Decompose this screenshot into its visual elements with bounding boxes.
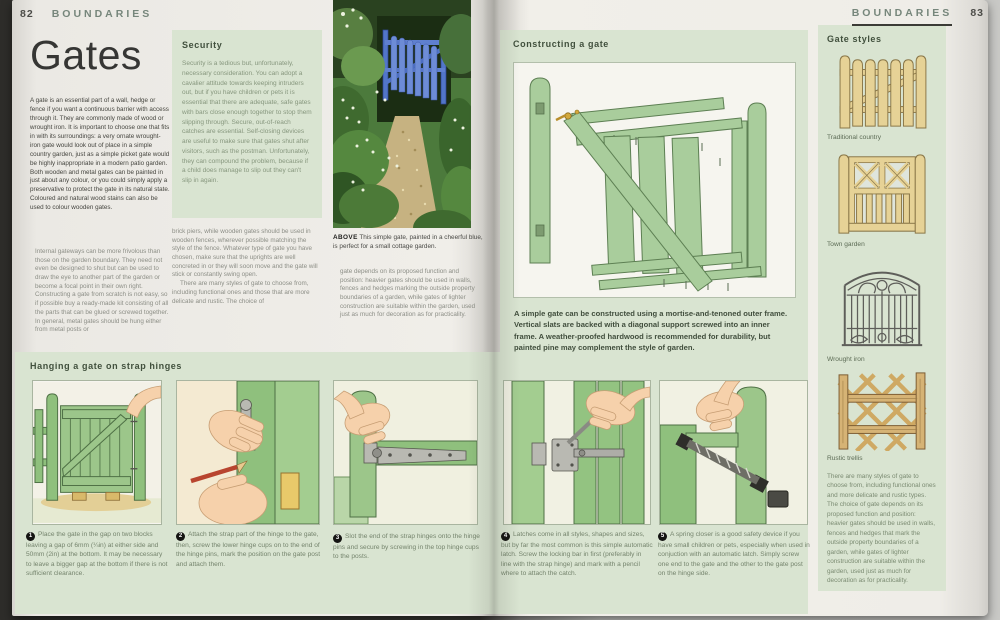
gate-style-label: Wrought iron (827, 356, 865, 363)
step5-figure (659, 380, 808, 525)
step5-number: 5 (658, 531, 667, 541)
gate-style-figure-wrought-iron (818, 254, 946, 352)
gate-styles-body: There are many styles of gate to choose … (827, 473, 936, 585)
paragraph-brick-piers-text: brick piers, while wooden gates should b… (172, 228, 318, 279)
step1-figure (32, 380, 162, 525)
photo-caption-text: This simple gate, painted in a cheerful … (333, 234, 483, 251)
rustic-trellis-gate-illustration (837, 372, 927, 451)
gate-style-figure-rustic (818, 369, 946, 451)
step2-figure (176, 380, 320, 525)
step3-number: 3 (333, 533, 342, 543)
left-running-header: 82 BOUNDARIES (20, 8, 152, 20)
left-chapter-title: BOUNDARIES (51, 8, 153, 20)
step4-figure (503, 380, 651, 525)
step5-text: A spring closer is a good safety device … (658, 531, 810, 578)
traditional-country-gate-illustration (839, 55, 927, 129)
step1-illustration (33, 382, 161, 523)
constructing-gate-title: Constructing a gate (513, 39, 609, 49)
gate-style-label: Town garden (827, 241, 865, 248)
right-running-header: BOUNDARIES 83 (812, 7, 984, 26)
intro-paragraph: A gate is an essential part of a wall, h… (30, 97, 170, 212)
right-chapter-title: BOUNDARIES (851, 7, 953, 26)
photo-caption: ABOVE This simple gate, painted in a che… (333, 233, 483, 252)
step2-text: Attach the strap part of the hinge to th… (176, 531, 321, 568)
step2-number: 2 (176, 531, 185, 541)
gate-style-label: Rustic trellis (827, 455, 863, 462)
constructing-gate-box: Constructing a gate (500, 30, 808, 370)
garden-photo-illustration (333, 0, 471, 228)
garden-gate-photo (333, 0, 471, 228)
step5-illustration (660, 381, 807, 524)
page-title: Gates (30, 32, 142, 78)
left-page-number: 82 (20, 8, 34, 20)
town-garden-gate-illustration (838, 154, 926, 234)
security-box: Security Security is a tedious but, unfo… (172, 30, 322, 218)
gate-style-figure-town (818, 147, 946, 237)
step3-illustration (334, 381, 477, 524)
hanging-gate-title: Hanging a gate on strap hinges (30, 361, 183, 371)
step4-number: 4 (501, 531, 510, 541)
wrought-iron-gate-illustration (841, 271, 923, 347)
gate-styles-title: Gate styles (827, 34, 882, 44)
paragraph-internal-gateways: Internal gateways can be more frivolous … (35, 248, 169, 334)
step3-figure (333, 380, 478, 525)
security-box-body: Security is a tedious but, unfortunately… (182, 60, 312, 184)
step3-text: Slot the end of the strap hinges onto th… (333, 533, 480, 561)
constructing-gate-figure (513, 62, 796, 298)
right-page-number: 83 (970, 7, 984, 19)
step4-illustration (504, 381, 650, 524)
gate-styles-sidebar: Gate styles Traditional country (818, 25, 946, 591)
constructing-gate-caption: A simple gate can be constructed using a… (514, 309, 788, 353)
step1-text: Place the gate in the gap on two blocks … (26, 531, 168, 578)
gate-exploded-illustration (529, 77, 767, 292)
paragraph-brick-piers: brick piers, while wooden gates should b… (172, 228, 320, 306)
paragraph-many-styles: There are many styles of gate to choose … (172, 280, 310, 305)
security-box-title: Security (182, 40, 223, 50)
gate-style-label: Traditional country (827, 134, 881, 141)
gate-style-figure-traditional (818, 50, 946, 130)
step4-text: Latches come in all styles, shapes and s… (501, 531, 653, 578)
paragraph-gate-depends: gate depends on its proposed function an… (340, 268, 476, 319)
photo-caption-label: ABOVE (333, 234, 358, 241)
step1-number: 1 (26, 531, 35, 541)
step2-illustration (177, 381, 319, 524)
